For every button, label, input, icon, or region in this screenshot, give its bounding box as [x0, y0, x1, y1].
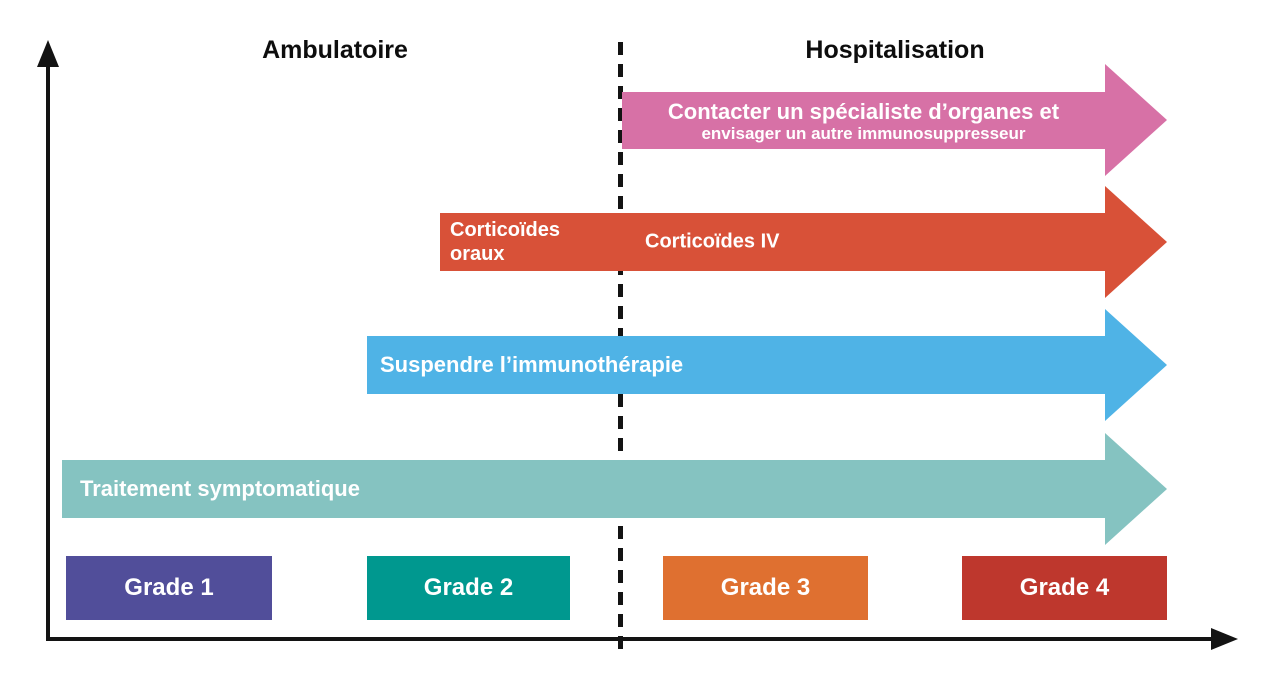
arrow-symptomatic-treatment-head-icon	[1105, 433, 1167, 545]
arrow-symptomatic-treatment: Traitement symptomatique	[62, 460, 1105, 518]
grade-2-label: Grade 2	[423, 574, 514, 601]
y-axis-arrow-icon	[37, 40, 59, 67]
y-axis-line	[46, 58, 50, 641]
arrow-corticoides-oraux-label: Corticoïdes oraux	[450, 219, 561, 265]
grade-1-label: Grade 1	[124, 574, 214, 601]
arrow-suspend-immunotherapy-label: Suspendre l’immunothérapie	[380, 352, 684, 377]
grade-4-label: Grade 4	[1019, 574, 1110, 601]
arrow-contact-specialist-label: Contacter un spécialiste d’organes et	[667, 98, 1060, 124]
arrow-contact-specialist: Contacter un spécialiste d’organes et en…	[622, 92, 1105, 149]
arrow-corticoides-iv-label: Corticoïdes IV	[645, 230, 780, 253]
grade-3-box: Grade 3	[663, 556, 868, 620]
arrow-contact-specialist-sublabel: envisager un autre immunosuppresseur	[701, 123, 1026, 143]
grade-2-box: Grade 2	[367, 556, 570, 620]
x-axis-line	[46, 637, 1222, 641]
arrow-suspend-immunotherapy-head-icon	[1105, 309, 1167, 421]
zone-label-ambulatoire: Ambulatoire	[262, 36, 408, 64]
grade-4-box: Grade 4	[962, 556, 1167, 620]
zone-label-hospitalisation: Hospitalisation	[805, 36, 985, 64]
arrow-contact-specialist-head-icon	[1105, 64, 1167, 176]
grade-3-label: Grade 3	[720, 574, 811, 601]
arrow-suspend-immunotherapy: Suspendre l’immunothérapie	[367, 336, 1105, 394]
grade-1-box: Grade 1	[66, 556, 272, 620]
arrow-corticoides-head-icon	[1105, 186, 1167, 298]
x-axis-arrow-icon	[1211, 628, 1238, 650]
arrow-symptomatic-treatment-label: Traitement symptomatique	[80, 476, 360, 501]
arrow-corticoides: Corticoïdes oraux Corticoïdes IV	[440, 213, 1105, 271]
